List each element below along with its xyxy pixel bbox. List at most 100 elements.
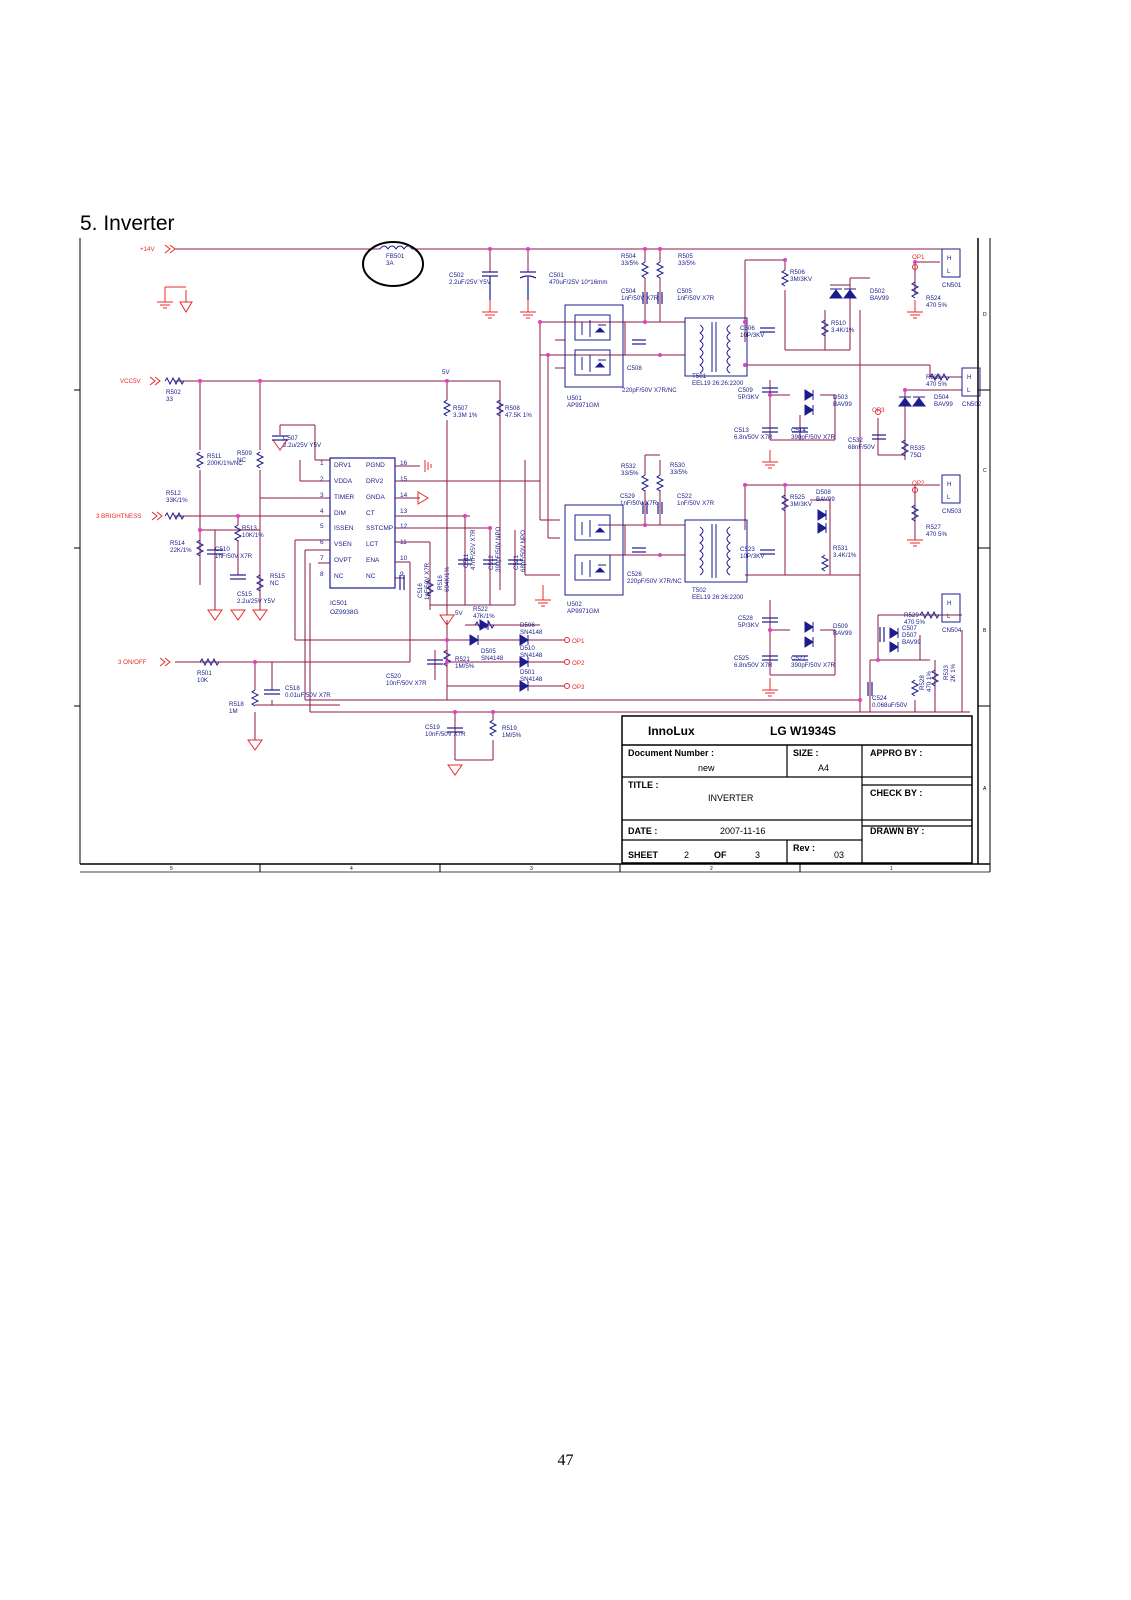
connector-l-3: L	[947, 613, 951, 620]
ic501-pin-name-12: SSTCMP	[366, 525, 393, 532]
label-ref-c525: C525	[734, 655, 749, 662]
ic501-pin-num-5: 5	[320, 523, 324, 530]
resistor-r505	[655, 261, 665, 279]
op-terminals	[564, 264, 918, 689]
label-value-r507: 3.3M 1%	[453, 412, 478, 419]
op-label-op1: OP1	[572, 638, 585, 645]
resistor-r533	[930, 669, 940, 687]
date-label: DATE :	[628, 826, 658, 836]
label-value-r522: 47K/1%	[473, 613, 495, 620]
diode-d507	[889, 627, 899, 653]
label-ref-u501: U501	[567, 395, 582, 402]
label-value-r510: 3.4K/1%	[831, 327, 855, 334]
capacitor-c519	[447, 727, 463, 733]
capacitor-c506	[760, 327, 775, 333]
model-name: LG W1934S	[770, 724, 837, 738]
connector-op-2: OP2	[912, 480, 925, 487]
ic501-pin-num-1: 1	[320, 460, 324, 467]
capacitor-c501	[519, 271, 537, 300]
transformer-t502	[684, 519, 748, 583]
resistor-r518	[250, 689, 260, 707]
label-value-c524: 0.068uF/50V	[872, 702, 908, 709]
diode-d501	[519, 680, 529, 692]
label-ref-c522: C522	[677, 493, 692, 500]
label-ref-r502: R502	[166, 389, 181, 396]
label-value-c514: 390pF/50V X7R	[791, 434, 836, 441]
capacitor-c507b	[879, 627, 885, 642]
label-value-u502: AP9971GM	[567, 608, 599, 615]
label-ref-d502: D502	[870, 288, 885, 295]
ic501-pin-num-15: 15	[400, 476, 408, 483]
label-value-d509: BAV99	[833, 630, 852, 637]
label-ref-c507b: C507	[902, 625, 917, 632]
label-ref-r522: R522	[473, 606, 488, 613]
drawn-by-label: DRAWN BY :	[870, 826, 925, 836]
connector-ref-1: CN502	[962, 401, 982, 408]
label-ref-c520: C520	[386, 673, 401, 680]
resistor-r524	[910, 281, 920, 299]
connector-op-0: OP1	[912, 254, 925, 261]
label-ref-c518: C518	[285, 685, 300, 692]
diode-d505	[469, 634, 479, 646]
resistor-r523	[929, 372, 950, 382]
label-ref-d507: D507	[902, 632, 917, 639]
label-value-d510: SN4148	[520, 652, 543, 659]
capacitor-c528	[762, 617, 778, 623]
label-ref-r506: R506	[790, 269, 805, 276]
ic501-pin-num-14: 14	[400, 492, 408, 499]
connector-ref-0: CN501	[942, 282, 962, 289]
resistor-r513	[233, 524, 243, 542]
frame-marker-d: D	[983, 312, 987, 318]
ic501-pin-num-6: 6	[320, 539, 324, 546]
resistor-r535	[900, 439, 910, 457]
ic501-pin-name-11: LCT	[366, 541, 378, 548]
ic501-pin-num-10: 10	[400, 555, 408, 562]
resistor-r508	[495, 399, 505, 417]
input-arrows	[149, 244, 176, 667]
sheet-total-value: 3	[755, 850, 761, 860]
ic501-pin-name-2: VDDA	[334, 478, 353, 485]
diode-d510	[519, 656, 529, 668]
appro-by-label: APPRO BY :	[870, 748, 923, 758]
connector-l-2: L	[947, 494, 951, 501]
title-label: TITLE :	[628, 780, 659, 790]
resistor-r529	[919, 610, 940, 620]
label-value-r531: 3.4K/1%	[833, 552, 857, 559]
label-value-r527: 470 5%	[926, 531, 947, 538]
label-ref-t502: T502	[692, 587, 707, 594]
diode-d504	[898, 396, 926, 407]
label-value-r519: 1M/5%	[502, 732, 522, 739]
label-ref-r521: R521	[455, 656, 470, 663]
resistor-r506	[780, 269, 790, 287]
label-ref-r514: R514	[170, 540, 185, 547]
label-ref-r501: R501	[197, 670, 212, 677]
connector-cn502	[961, 367, 981, 397]
label-value-c529: 1nF/50V X7R	[620, 500, 658, 507]
label-value-r529: 470 5%	[904, 619, 925, 626]
label-ref-c513: C513	[734, 427, 749, 434]
label-value-r504: 33/5%	[621, 260, 639, 267]
ic501-pin-num-8: 8	[320, 571, 324, 578]
capacitor-c522	[657, 502, 663, 514]
connector-cn501	[941, 248, 961, 278]
label-value-c515: 2.2u/25V Y5V	[237, 598, 276, 605]
label-ref-c507: C507	[283, 435, 298, 442]
ic501	[329, 457, 396, 589]
label-ref-r528: R528	[919, 675, 926, 690]
ic501-pin-num-4: 4	[320, 508, 324, 515]
label-value-d502: BAV99	[870, 295, 889, 302]
label-value-r514: 22K/1%	[170, 547, 192, 554]
label-ref-t501: T501	[692, 373, 707, 380]
label-value-c501: 470uF/25V 10*16mm	[549, 279, 607, 286]
label-value-c523: 10P/3KV	[740, 553, 765, 560]
ic501-pin-name-5: ISSEN	[334, 525, 354, 532]
capacitor-c505	[657, 292, 663, 304]
ic501-pin-num-7: 7	[320, 555, 324, 562]
label-value-c513: 6.8n/50V X7R	[734, 434, 773, 441]
label-ref-r529: R529	[904, 612, 919, 619]
ic501-pin-name-7: OVPT	[334, 557, 352, 564]
resistor-r512	[164, 511, 185, 521]
label-ref-r513: R513	[242, 525, 257, 532]
label-ref-c505: C505	[677, 288, 692, 295]
